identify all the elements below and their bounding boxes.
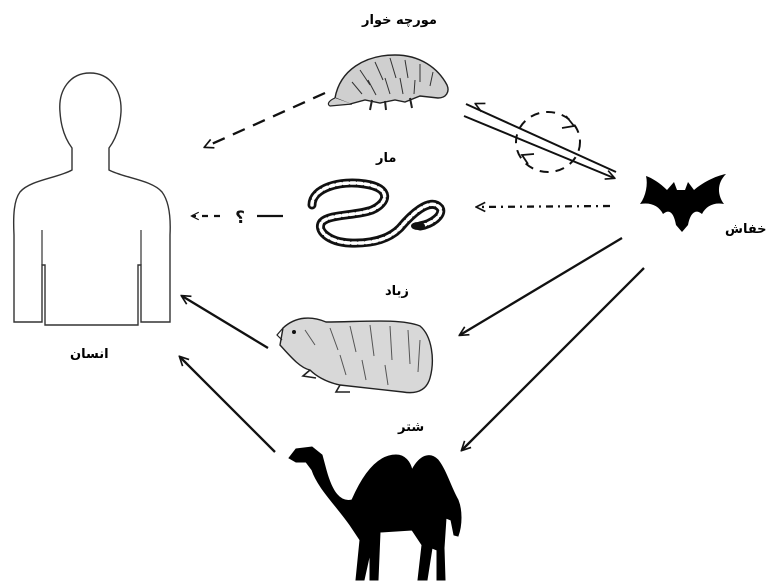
human-silhouette-icon xyxy=(14,73,171,325)
edge-pangolin-human xyxy=(205,93,325,147)
bat-label: خفاش xyxy=(725,222,767,237)
edge-camel-human xyxy=(180,357,275,452)
edge-bat-snake xyxy=(477,206,610,207)
bat-icon xyxy=(640,174,726,232)
edge-bat-pangolin xyxy=(464,104,616,178)
civet-icon xyxy=(277,318,432,393)
human-label: انسان xyxy=(70,347,109,362)
edge-question-label: ؟ xyxy=(235,208,245,228)
edge-civet-human xyxy=(182,296,268,348)
civet-label: زباد xyxy=(385,284,409,299)
pangolin-icon xyxy=(328,55,448,110)
snake-label: مار xyxy=(376,151,396,166)
edge-bat-civet xyxy=(460,238,622,335)
edge-bat-camel xyxy=(462,268,644,450)
snake-icon xyxy=(312,183,441,243)
camel-label: شتر xyxy=(398,420,424,435)
camel-icon xyxy=(289,447,461,580)
pangolin-label: مورچه خوار xyxy=(362,13,437,28)
